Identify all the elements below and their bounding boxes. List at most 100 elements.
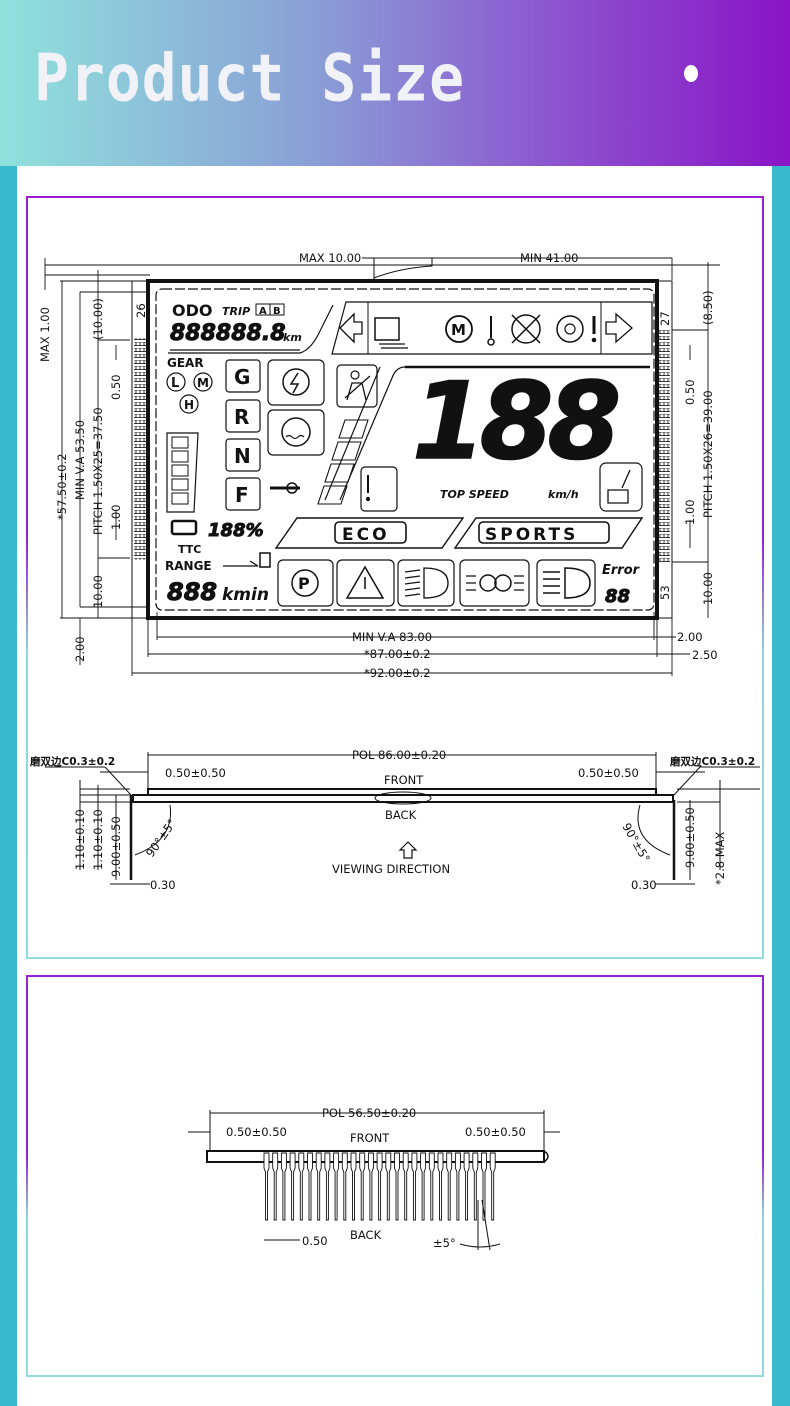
pin bbox=[315, 1152, 322, 1221]
battery-percent: 188% bbox=[208, 520, 264, 541]
end-view-drawing: POL 56.50±0.20 0.50±0.50 0.50±0.50 FRONT… bbox=[188, 1106, 560, 1251]
dim-left-050: 0.50 bbox=[109, 374, 123, 400]
range-unit: kmin bbox=[222, 585, 269, 605]
front-view-drawing: MAX 10.00 MIN 41.00 MAX 1.00 *57.50±0.2 … bbox=[38, 251, 720, 680]
right-border-strip bbox=[772, 166, 790, 1406]
lcd-viewing-area bbox=[155, 288, 655, 611]
chamfer-left: 磨双边C0.3±0.2 bbox=[29, 755, 115, 768]
end-offset-right: 0.50±0.50 bbox=[465, 1125, 526, 1139]
regen-brake-icon bbox=[267, 359, 325, 406]
pin bbox=[280, 1152, 287, 1221]
top-speed-label: TOP SPEED bbox=[440, 488, 509, 501]
pin bbox=[437, 1152, 444, 1221]
range-label: RANGE bbox=[165, 559, 212, 573]
temperature-icon bbox=[487, 338, 495, 346]
pin bbox=[324, 1152, 331, 1221]
parking-brake-icon bbox=[277, 559, 334, 607]
side-thickness-2: 1.10±0.10 bbox=[91, 809, 105, 870]
pin bbox=[454, 1152, 461, 1221]
battery-icon bbox=[170, 519, 198, 536]
eco-label: ECO bbox=[342, 525, 390, 545]
pin bbox=[359, 1152, 366, 1221]
power-level-bars bbox=[317, 419, 369, 505]
dim-min-va-width: MIN V.A 83.00 bbox=[352, 630, 432, 644]
side-back: BACK bbox=[385, 808, 417, 822]
side-front: FRONT bbox=[384, 773, 424, 787]
gear-m: M bbox=[197, 376, 209, 390]
side-pin-length-right: 9.00±0.50 bbox=[683, 807, 697, 868]
fog-light-icon bbox=[459, 559, 530, 607]
side-thickness-1: 1.10±0.10 bbox=[73, 809, 87, 870]
page-title: Product Size bbox=[34, 40, 466, 117]
end-view-pins bbox=[263, 1152, 496, 1221]
brake-fluid-icon bbox=[267, 409, 325, 456]
steering-fault-icon bbox=[511, 314, 541, 344]
trip-a: A bbox=[259, 306, 267, 317]
trip-label: TRIP bbox=[222, 305, 250, 318]
dim-right-100: 1.00 bbox=[683, 499, 697, 525]
dim-left-bottom-10: 10.00 bbox=[91, 575, 105, 608]
pin bbox=[420, 1152, 427, 1221]
end-pol: POL 56.50±0.20 bbox=[322, 1106, 416, 1120]
hazard-warning-icon bbox=[336, 559, 395, 607]
pin bbox=[385, 1152, 392, 1221]
trip-b: B bbox=[273, 306, 281, 317]
side-view-drawing: 磨双边C0.3±0.2 磨双边C0.3±0.2 POL 86.00±0.20 0… bbox=[29, 748, 760, 892]
high-beam-icon bbox=[536, 559, 596, 607]
gear-label: GEAR bbox=[167, 356, 204, 370]
end-offset-left: 0.50±0.50 bbox=[226, 1125, 287, 1139]
decorative-dot bbox=[684, 65, 698, 82]
chamfer-right: 磨双边C0.3±0.2 bbox=[669, 755, 755, 768]
dim-pitch-right: PITCH 1.50X26=39.00 bbox=[701, 390, 715, 518]
eco-mode-indicator bbox=[334, 521, 407, 544]
dim-width-87: *87.00±0.2 bbox=[364, 647, 431, 661]
pin bbox=[463, 1152, 470, 1221]
pin-label-27: 27 bbox=[658, 311, 672, 326]
speed-digits: 188 bbox=[412, 360, 618, 483]
pin bbox=[376, 1152, 383, 1221]
gear-h: H bbox=[184, 398, 194, 412]
end-pin-pitch: 0.50 bbox=[302, 1234, 328, 1248]
left-pins bbox=[134, 338, 146, 560]
dim-min-41: MIN 41.00 bbox=[520, 251, 579, 265]
pin bbox=[333, 1152, 340, 1221]
dim-right-200: 2.00 bbox=[677, 630, 703, 644]
maintenance-wrench-icon bbox=[599, 462, 643, 512]
dim-right-bottom-10: 10.00 bbox=[701, 572, 715, 605]
dim-height-total: *57.50±0.2 bbox=[55, 453, 69, 520]
battery-level-bar bbox=[166, 432, 199, 513]
pin bbox=[446, 1152, 453, 1221]
pin bbox=[263, 1152, 270, 1221]
gear-l: L bbox=[171, 376, 179, 391]
pin bbox=[402, 1152, 409, 1221]
pin bbox=[428, 1152, 435, 1221]
pin bbox=[472, 1152, 479, 1221]
dim-left-top-10: (10.00) bbox=[91, 298, 105, 340]
dim-max-1: MAX 1.00 bbox=[38, 307, 52, 362]
dim-right-250: 2.50 bbox=[692, 648, 718, 662]
dim-width-92: *92.00±0.2 bbox=[364, 666, 431, 680]
motor-label: M bbox=[451, 321, 466, 339]
side-offset-right: 0.50±0.50 bbox=[578, 766, 639, 780]
low-beam-icon bbox=[397, 559, 455, 607]
charging-plug-icon bbox=[259, 552, 271, 568]
error-code: 88 bbox=[605, 586, 630, 607]
pin bbox=[350, 1152, 357, 1221]
pin bbox=[307, 1152, 313, 1221]
side-offset-left: 0.50±0.50 bbox=[165, 766, 226, 780]
pin bbox=[367, 1152, 374, 1221]
pin bbox=[411, 1152, 418, 1221]
parking-label: P bbox=[298, 574, 310, 593]
sports-mode-indicator bbox=[478, 521, 610, 544]
seatbelt-icon bbox=[336, 364, 378, 408]
pin-label-26: 26 bbox=[134, 303, 148, 318]
lcd-segments: ODO TRIP A B 888888.8 km GEAR L M H G R … bbox=[165, 301, 653, 608]
top-icon-bar bbox=[331, 301, 653, 355]
right-turn-arrow-icon bbox=[605, 312, 633, 344]
error-label: Error bbox=[602, 563, 641, 578]
steering-warning-icon bbox=[556, 315, 584, 343]
range-digits: 888 bbox=[167, 578, 217, 606]
side-pol: POL 86.00±0.20 bbox=[352, 748, 446, 762]
dim-right-050: 0.50 bbox=[683, 379, 697, 405]
